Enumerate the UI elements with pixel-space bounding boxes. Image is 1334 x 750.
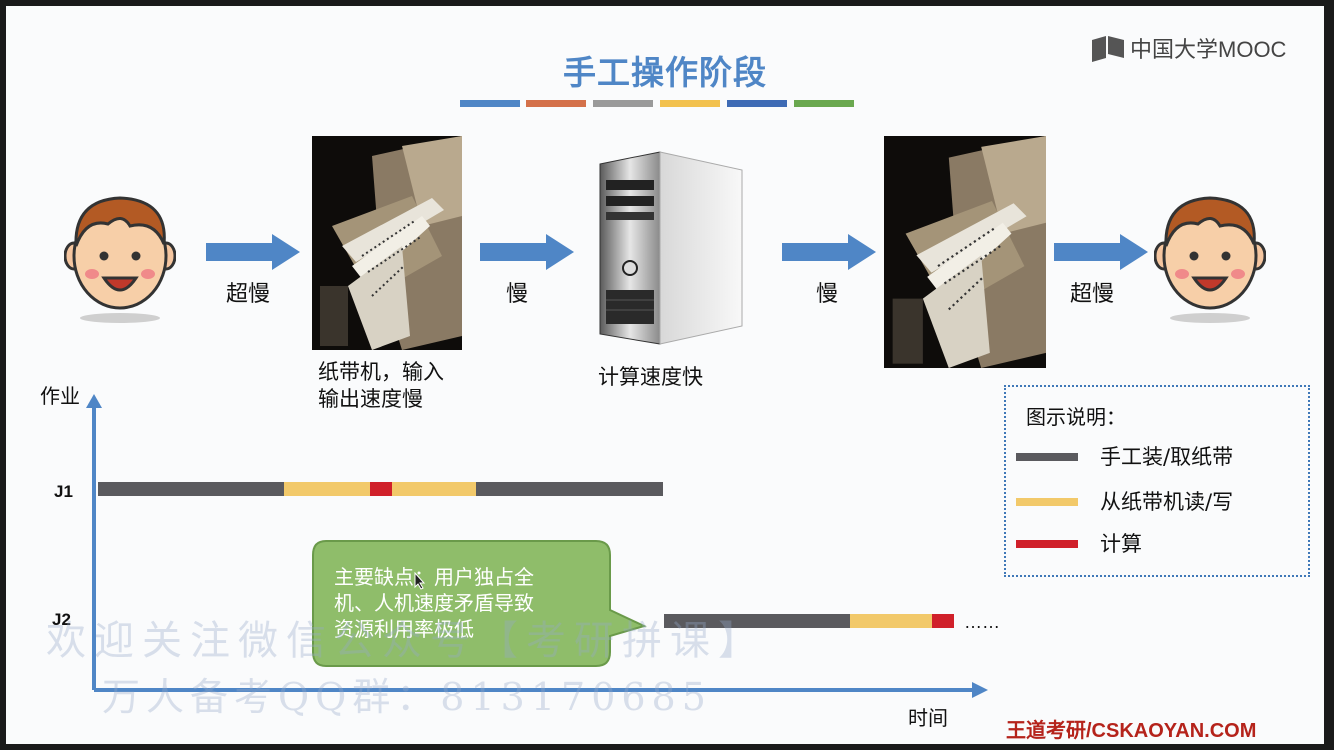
- footer-brand: 王道考研/CSKAOYAN.COM: [1006, 720, 1257, 742]
- mouse-cursor-icon: [414, 572, 426, 590]
- title-stripe: [660, 100, 720, 107]
- callout-line: 机、人机速度矛盾导致: [334, 591, 534, 615]
- j1-read-bar: [284, 482, 370, 496]
- continuation-ellipsis: ……: [964, 612, 1000, 632]
- legend-box: 图示说明： 手工装/取纸带 从纸带机读/写 计算: [1004, 385, 1310, 577]
- j2-compute-bar: [932, 614, 954, 628]
- title-stripe: [526, 100, 586, 107]
- j1-write-bar: [392, 482, 476, 496]
- computer-caption: 计算速度快: [598, 365, 703, 389]
- slide-title: 手工操作阶段: [563, 53, 767, 92]
- timeline-axes: [86, 394, 988, 698]
- legend-swatch-manual: [1016, 453, 1078, 461]
- y-axis-label: 作业: [40, 384, 80, 408]
- callout-line: 主要缺点：用户独占全: [334, 565, 534, 589]
- mooc-logo: 中国大学MOOC: [1090, 32, 1286, 64]
- legend-swatch-compute: [1016, 540, 1078, 548]
- tape-caption-line: 纸带机，输入: [318, 360, 444, 384]
- legend-item-label: 计算: [1100, 532, 1142, 556]
- arrow-label: 超慢: [226, 282, 271, 307]
- flow-arrow: [480, 234, 574, 270]
- watermark-text: 欢迎关注微信公众号【考研拼课】: [46, 618, 766, 664]
- paper-tape-machine-image: [312, 136, 462, 350]
- paper-tape-machine-image: [884, 136, 1046, 368]
- legend-swatch-readwrite: [1016, 498, 1078, 506]
- j2-read-bar: [850, 614, 932, 628]
- arrow-label: 慢: [816, 282, 839, 307]
- title-stripe: [794, 100, 854, 107]
- logo-text: 中国大学MOOC: [1130, 37, 1287, 62]
- job-label: J1: [54, 482, 73, 501]
- tape-caption-line: 输出速度慢: [318, 387, 423, 411]
- title-stripe: [727, 100, 787, 107]
- callout-text: 主要缺点：用户独占全 机、人机速度矛盾导致 资源利用率极低: [334, 564, 594, 642]
- flow-arrow: [782, 234, 876, 270]
- flow-arrow: [206, 234, 300, 270]
- computer-tower-image: [599, 151, 743, 345]
- arrow-label: 慢: [506, 282, 529, 307]
- arrow-label: 超慢: [1070, 282, 1115, 307]
- j2-manual-bar: [664, 614, 850, 628]
- title-stripe: [593, 100, 653, 107]
- callout-bubble: [312, 540, 647, 667]
- j1-compute-bar: [370, 482, 392, 496]
- job-label: J2: [52, 610, 71, 629]
- title-stripe: [460, 100, 520, 107]
- legend-title: 图示说明：: [1026, 405, 1126, 429]
- user-face-icon: [1154, 196, 1266, 323]
- x-axis-label: 时间: [908, 706, 948, 730]
- slide: 手工操作阶段 中国大学MOOC: [6, 6, 1324, 744]
- flow-arrow: [1054, 234, 1148, 270]
- legend-item-label: 手工装/取纸带: [1100, 445, 1234, 469]
- callout-line: 资源利用率极低: [334, 617, 474, 641]
- user-face-icon: [64, 196, 176, 323]
- legend-item-label: 从纸带机读/写: [1100, 490, 1234, 514]
- book-icon: [1092, 36, 1124, 62]
- watermark-text: 万人备考QQ群：813170685: [102, 675, 712, 719]
